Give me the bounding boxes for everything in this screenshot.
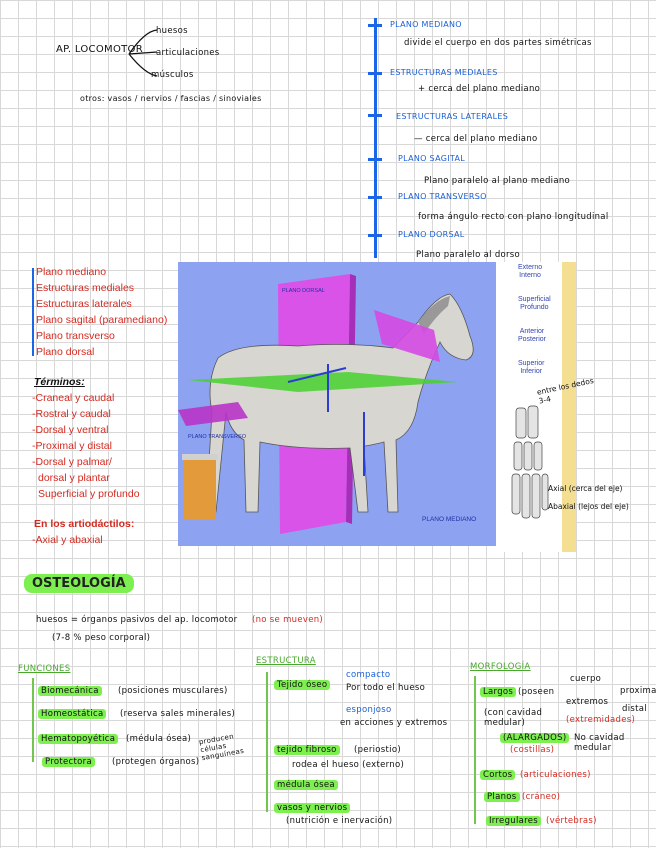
esponjoso: esponjoso: [346, 705, 392, 715]
legend-plano-dorsal: Plano dorsal: [36, 346, 94, 358]
morf-extremidades: (extremidades): [566, 715, 635, 725]
osteologia-intro2: (7-8 % peso corporal): [52, 633, 150, 643]
morf-largos-note: (poseen: [518, 687, 554, 697]
legend-plano-transverso: Plano transverso: [36, 330, 115, 342]
hoof-bones-icon: [504, 402, 554, 552]
morf-extremos: extremos: [566, 697, 608, 707]
plane-heading-4: PLANO SAGITAL: [398, 154, 465, 163]
plane-note-2: + cerca del plano mediano: [418, 84, 540, 94]
plane-heading-3: ESTRUCTURAS LATERALES: [396, 112, 508, 121]
legend-plano-mediano: Plano mediano: [36, 266, 106, 278]
plane-heading-5: PLANO TRANSVERSO: [398, 192, 487, 201]
fibroso-note2: rodea el hueso (externo): [292, 760, 404, 770]
morf-irregulares-note: (vértebras): [546, 816, 597, 826]
plane-note-4: Plano paralelo al plano mediano: [424, 176, 570, 186]
func-homeostatica-note: (reserva sales minerales): [120, 709, 235, 719]
axial-note: Axial (cerca del eje): [548, 484, 622, 493]
artio-item: -Axial y abaxial: [32, 534, 103, 546]
legend-estructuras-mediales: Estructuras mediales: [36, 282, 134, 294]
tejido-oseo: Tejido óseo: [274, 680, 330, 690]
label-plano-dorsal: PLANO DORSAL: [282, 288, 325, 294]
morf-cortos: Cortos: [480, 770, 515, 780]
plane-note-5: forma ángulo recto con plano longitudina…: [418, 212, 608, 222]
morf-largos-note2: (con cavidad medular): [484, 708, 554, 728]
tejido-fibroso: tejido fibroso: [274, 745, 340, 755]
func-protectora: Protectora: [42, 757, 95, 767]
plane-heading-1: PLANO MEDIANO: [390, 20, 462, 29]
morf-alargados: (ALARGADOS): [500, 733, 569, 743]
morfologia-heading: MORFOLOGÍA: [470, 662, 531, 672]
fibroso-note: (periostio): [354, 745, 401, 755]
morf-alargados-note: No cavidad medular: [574, 733, 644, 753]
medula-osea: médula ósea: [274, 780, 338, 790]
estructura-heading: ESTRUCTURA: [256, 656, 316, 666]
strip-label-1: Externo Interno: [518, 264, 542, 280]
func-biomecanica: Biomecánica: [38, 686, 102, 696]
morf-cuerpo: cuerpo: [570, 674, 601, 684]
term-1: -Craneal y caudal: [32, 392, 114, 404]
others-line: otros: vasos / nervios / fascias / sinov…: [80, 94, 262, 103]
branch-articulaciones: articulaciones: [156, 48, 220, 58]
term-4: -Proximal y distal: [32, 440, 112, 452]
horse-planes-image: PLANO MEDIANO PLANO DORSAL PLANO TRANSVE…: [178, 262, 496, 546]
abaxial-note: Abaxial (lejos del eje): [548, 502, 629, 511]
label-plano-transverso: PLANO TRANSVERSO: [188, 434, 246, 440]
func-homeostatica: Homeostática: [38, 709, 106, 719]
legend-plano-sagital: Plano sagital (paramediano): [36, 314, 167, 326]
vasos-note: (nutrición e inervación): [286, 816, 392, 826]
terms-title: Términos:: [34, 376, 85, 388]
morf-proximal: proximal: [620, 686, 656, 696]
strip-label-4: Superior Inferior: [518, 360, 544, 376]
osteologia-title: OSTEOLOGÍA: [24, 574, 134, 593]
vasos-nervios: vasos y nervios: [274, 803, 350, 813]
term-7: Superficial y profundo: [38, 488, 140, 500]
compacto-note: Por todo el hueso: [346, 683, 425, 693]
term-5: -Dorsal y palmar/: [32, 456, 112, 468]
morf-largos: Largos: [480, 687, 516, 697]
func-protectora-note: (protegen órganos): [112, 757, 199, 767]
label-plano-mediano: PLANO MEDIANO: [422, 516, 476, 523]
branch-musculos: músculos: [151, 70, 194, 80]
morf-costillas: (costillas): [510, 745, 554, 755]
strip-label-2: Superficial Profundo: [518, 296, 551, 312]
plane-heading-2: ESTRUCTURAS MEDIALES: [390, 68, 498, 77]
func-hematopoyetica: Hematopoyética: [38, 734, 118, 744]
funciones-heading: FUNCIONES: [18, 664, 70, 674]
branch-huesos: huesos: [156, 26, 188, 36]
morf-irregulares: Irregulares: [486, 816, 541, 826]
plane-heading-6: PLANO DORSAL: [398, 230, 465, 239]
term-2: -Rostral y caudal: [32, 408, 111, 420]
func-side-note: producen células sanguíneas: [198, 730, 251, 762]
morf-planos-note: (cráneo): [522, 792, 560, 802]
plane-note-3: — cerca del plano mediano: [414, 134, 538, 144]
strip-label-3: Anterior Posterior: [518, 328, 546, 344]
esponjoso-note: en acciones y extremos: [340, 718, 447, 728]
morf-planos: Planos: [484, 792, 520, 802]
artio-title: En los artiodáctilos:: [34, 518, 134, 530]
plane-note-6: Plano paralelo al dorso: [416, 250, 520, 260]
morf-cortos-note: (articulaciones): [520, 770, 591, 780]
plane-note-1: divide el cuerpo en dos partes simétrica…: [404, 38, 592, 48]
blue-timeline: [374, 18, 377, 258]
legend-estructuras-laterales: Estructuras laterales: [36, 298, 132, 310]
compacto: compacto: [346, 670, 390, 680]
osteologia-intro: huesos = órganos pasivos del ap. locomot…: [36, 615, 237, 625]
func-biomecanica-note: (posiciones musculares): [118, 686, 228, 696]
legend-line: [32, 268, 34, 356]
term-6: dorsal y plantar: [38, 472, 110, 484]
osteologia-intro-red: (no se mueven): [252, 615, 323, 625]
term-3: -Dorsal y ventral: [32, 424, 108, 436]
func-hematopoyetica-note: (médula ósea): [126, 734, 191, 744]
morf-distal: distal: [622, 704, 647, 714]
